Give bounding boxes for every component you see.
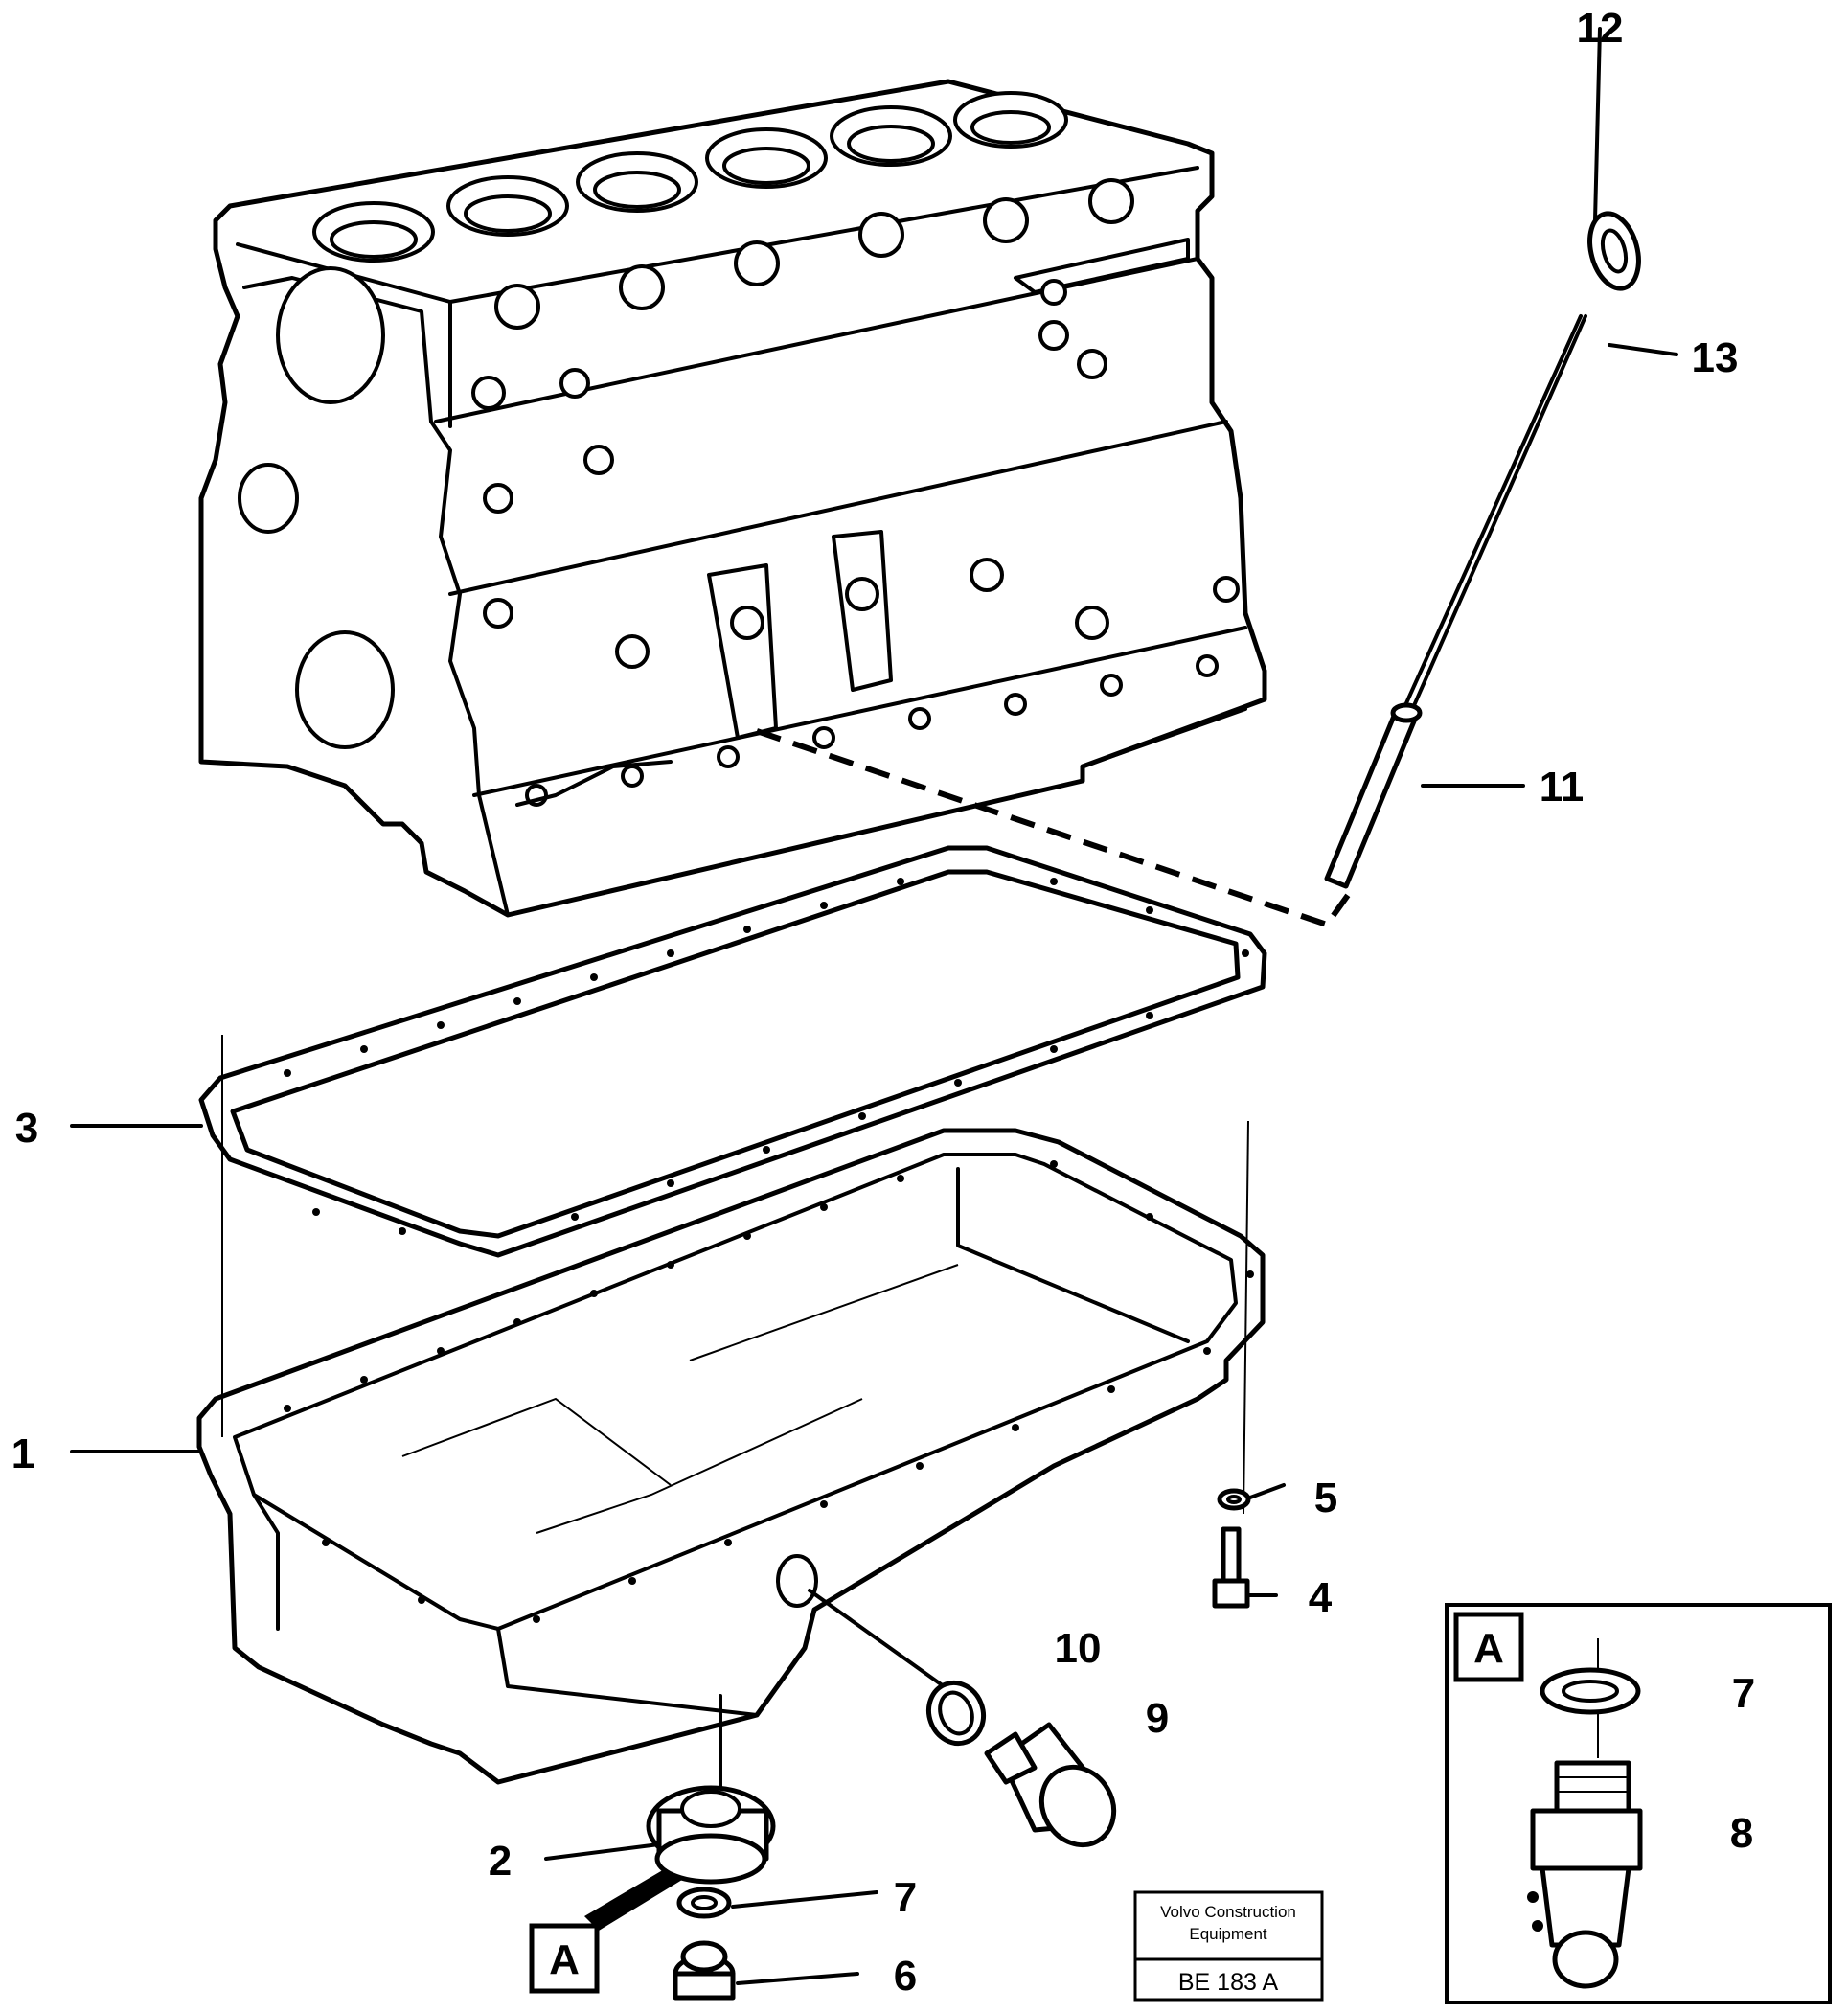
callout-7: 7 xyxy=(894,1874,917,1921)
callout-10: 10 xyxy=(1055,1625,1102,1672)
callout-13: 13 xyxy=(1692,334,1739,381)
callout-8: 8 xyxy=(1730,1810,1753,1857)
drain-housing-2 xyxy=(646,1694,776,1885)
callout-7-inset: 7 xyxy=(1732,1670,1755,1717)
detail-marker-label: A xyxy=(549,1936,580,1983)
stamp-line-2: Equipment xyxy=(1189,1925,1267,1943)
bolt-4 xyxy=(1212,1526,1250,1609)
detail-marker-box xyxy=(529,1923,600,1994)
publisher-stamp: Volvo Construction Equipment BE 183 A xyxy=(1133,1890,1324,2002)
filler-plug-9 xyxy=(984,1722,1117,1848)
drain-plug-6 xyxy=(673,1940,736,2001)
callout-3: 3 xyxy=(15,1105,38,1152)
engine-block xyxy=(198,79,1267,918)
oil-pan xyxy=(196,1128,1266,1785)
dipstick-guide-line xyxy=(756,728,1354,928)
alignment-line-right xyxy=(1243,1120,1249,1515)
callout-9: 9 xyxy=(1146,1695,1169,1742)
leader-lines xyxy=(70,343,1707,1985)
callout-5: 5 xyxy=(1314,1475,1337,1521)
detail-inset-label: A xyxy=(1473,1625,1504,1672)
oil-pan-bolt-holes xyxy=(284,1160,1254,1623)
stamp-line-1: Volvo Construction xyxy=(1160,1903,1296,1921)
callout-12: 12 xyxy=(1577,5,1624,52)
washer-5 xyxy=(1217,1488,1251,1511)
stamp-code: BE 183 A xyxy=(1178,1969,1279,1996)
dipstick-assembly xyxy=(1324,27,1641,889)
seal-ring-10 xyxy=(926,1680,986,1747)
callout-1: 1 xyxy=(11,1430,34,1477)
gasket-bolt-holes xyxy=(284,878,1249,1235)
filler-guide-line xyxy=(808,1589,946,1688)
detail-inset-a xyxy=(1445,1603,1832,2004)
oil-pan-gasket xyxy=(198,845,1267,1258)
callout-6: 6 xyxy=(894,1953,917,2000)
detail-marker-pointer xyxy=(584,1868,682,1931)
callout-11: 11 xyxy=(1540,764,1585,811)
callout-4: 4 xyxy=(1309,1574,1333,1621)
callout-2: 2 xyxy=(489,1838,512,1885)
sealing-washer-7 xyxy=(676,1887,732,1919)
